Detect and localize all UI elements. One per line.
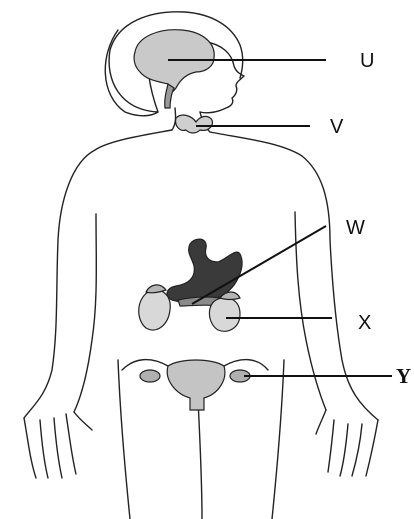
label-u: U (360, 50, 374, 72)
left-ovary (140, 370, 160, 382)
uterus-shape (167, 360, 225, 410)
right-hand (316, 410, 378, 476)
label-x: X (358, 312, 371, 334)
right-kidney (209, 298, 240, 332)
left-kidney (139, 290, 170, 330)
thyroid-gland (176, 115, 213, 133)
brain-shape (134, 30, 214, 93)
label-v: V (330, 116, 344, 138)
label-y: Y (396, 364, 411, 388)
pituitary-stalk (165, 84, 174, 108)
left-hand (24, 412, 92, 478)
left-arm-inner (74, 214, 96, 412)
label-w: W (346, 217, 365, 239)
